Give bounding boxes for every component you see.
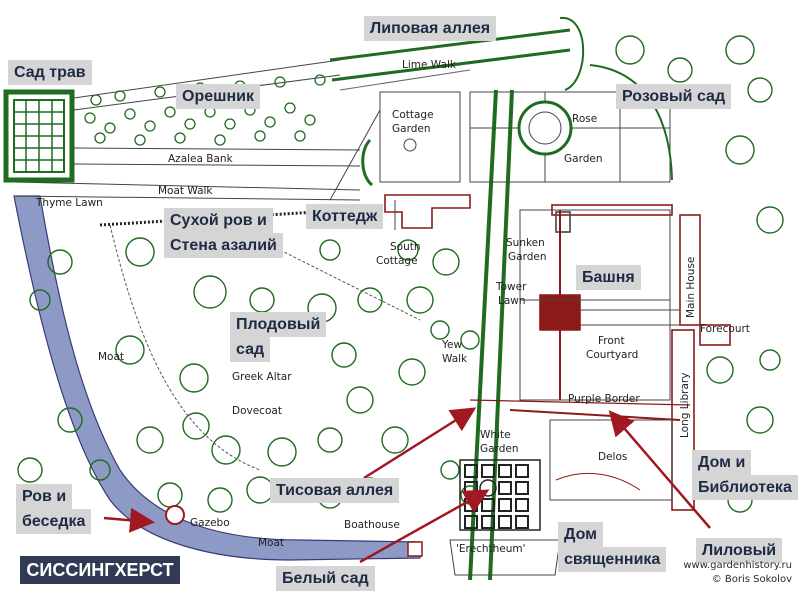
label-house-line-2: Библиотека bbox=[692, 475, 798, 500]
label-orchard-line-2: сад bbox=[230, 337, 271, 362]
orchard-boundary bbox=[109, 224, 421, 471]
plan-label-front-courtyard-2: Courtyard bbox=[586, 349, 638, 361]
label-yew-walk: Тисовая аллея bbox=[270, 478, 400, 503]
label-white-garden: Белый сад bbox=[276, 566, 375, 591]
credit-author: © Boris Sokolov bbox=[711, 574, 792, 585]
label-tower: Башня bbox=[576, 265, 641, 290]
plan-label-forecourt: Forecourt bbox=[700, 323, 750, 335]
label-priests-house-line-2: священника bbox=[558, 547, 667, 572]
label-moat-gazebo-line-2: беседка bbox=[16, 509, 92, 534]
label-herb-garden: Сад трав bbox=[8, 60, 92, 85]
plan-label-boathouse: Boathouse bbox=[344, 519, 400, 531]
plan-label-cottage-garden-1: Cottage bbox=[392, 109, 434, 121]
plan-label-rose-garden: Garden bbox=[564, 153, 602, 165]
credit-site: www.gardenhistory.ru bbox=[683, 560, 792, 571]
label-orchard-line-1: Плодовый bbox=[230, 312, 327, 337]
white-garden-beds bbox=[449, 459, 561, 576]
label-lime-walk: Липовая аллея bbox=[364, 16, 497, 41]
plan-label-rose: Rose bbox=[572, 113, 597, 125]
plan-label-tower-lawn-2: Lawn bbox=[498, 295, 526, 307]
plan-label-main-house: Main House bbox=[685, 257, 697, 318]
label-dry-moat-line-1: Сухой ров и bbox=[164, 208, 273, 233]
plan-label-south-cottage-1: South bbox=[390, 241, 421, 253]
cottage-garden bbox=[361, 91, 461, 187]
plan-label-delos: Delos bbox=[598, 451, 627, 463]
plan-label-lime-walk: Lime Walk bbox=[402, 59, 457, 71]
plan-labels: Lime Walk Cottage Garden Rose Garden Aza… bbox=[35, 59, 750, 555]
plan-label-dovecoat: Dovecoat bbox=[232, 405, 282, 417]
plan-label-tower-lawn-1: Tower bbox=[495, 281, 527, 293]
south-cottage bbox=[384, 194, 471, 230]
map-title: СИССИНГХЕРСТ bbox=[20, 556, 180, 584]
label-moat-gazebo-line-1: Ров и bbox=[16, 484, 73, 509]
plan-label-sunken-garden-2: Garden bbox=[508, 251, 546, 263]
label-house-line-1: Дом и bbox=[692, 450, 752, 475]
plan-label-south-cottage-2: Cottage bbox=[376, 255, 418, 267]
plan-label-white-garden-1: White bbox=[480, 429, 511, 441]
plan-label-yew-walk-1: Yew bbox=[441, 339, 462, 351]
plan-label-moat-left: Moat bbox=[98, 351, 124, 363]
nut-trees bbox=[84, 74, 326, 146]
plan-label-cottage-garden-2: Garden bbox=[392, 123, 430, 135]
arrows bbox=[103, 407, 711, 564]
label-nuttery: Орешник bbox=[176, 84, 260, 109]
gazebo bbox=[165, 505, 185, 525]
label-dry-moat-line-2: Стена азалий bbox=[164, 233, 283, 258]
label-cottage: Коттедж bbox=[306, 204, 384, 229]
label-rose-garden: Розовый сад bbox=[616, 84, 732, 109]
plan-label-greek-altar: Greek Altar bbox=[232, 371, 292, 383]
plan-label-white-garden-2: Garden bbox=[480, 443, 518, 455]
plan-label-erechtheum: 'Erechtheum' bbox=[456, 543, 526, 555]
plan-label-long-library: Long Library bbox=[679, 373, 691, 438]
label-priests-house-line-1: Дом bbox=[558, 522, 603, 547]
label-purple: Лиловый bbox=[696, 538, 783, 563]
plan-label-moat-bottom: Moat bbox=[258, 537, 284, 549]
boathouse bbox=[407, 541, 423, 557]
lime-walk bbox=[329, 16, 585, 91]
main-buildings bbox=[539, 204, 731, 511]
plan-label-front-courtyard-1: Front bbox=[598, 335, 625, 347]
plan-label-moat-walk: Moat Walk bbox=[158, 185, 213, 197]
plan-label-purple-border: Purple Border bbox=[568, 393, 640, 405]
herb-garden bbox=[3, 89, 75, 183]
plan-label-gazebo: Gazebo bbox=[190, 517, 230, 529]
courtyard-walls bbox=[469, 209, 691, 421]
plan-label-azalea-bank: Azalea Bank bbox=[168, 153, 234, 165]
plan-label-yew-walk-2: Walk bbox=[442, 353, 468, 365]
plan-label-thyme-lawn: Thyme Lawn bbox=[35, 197, 103, 209]
plan-label-sunken-garden-1: Sunken bbox=[506, 237, 545, 249]
